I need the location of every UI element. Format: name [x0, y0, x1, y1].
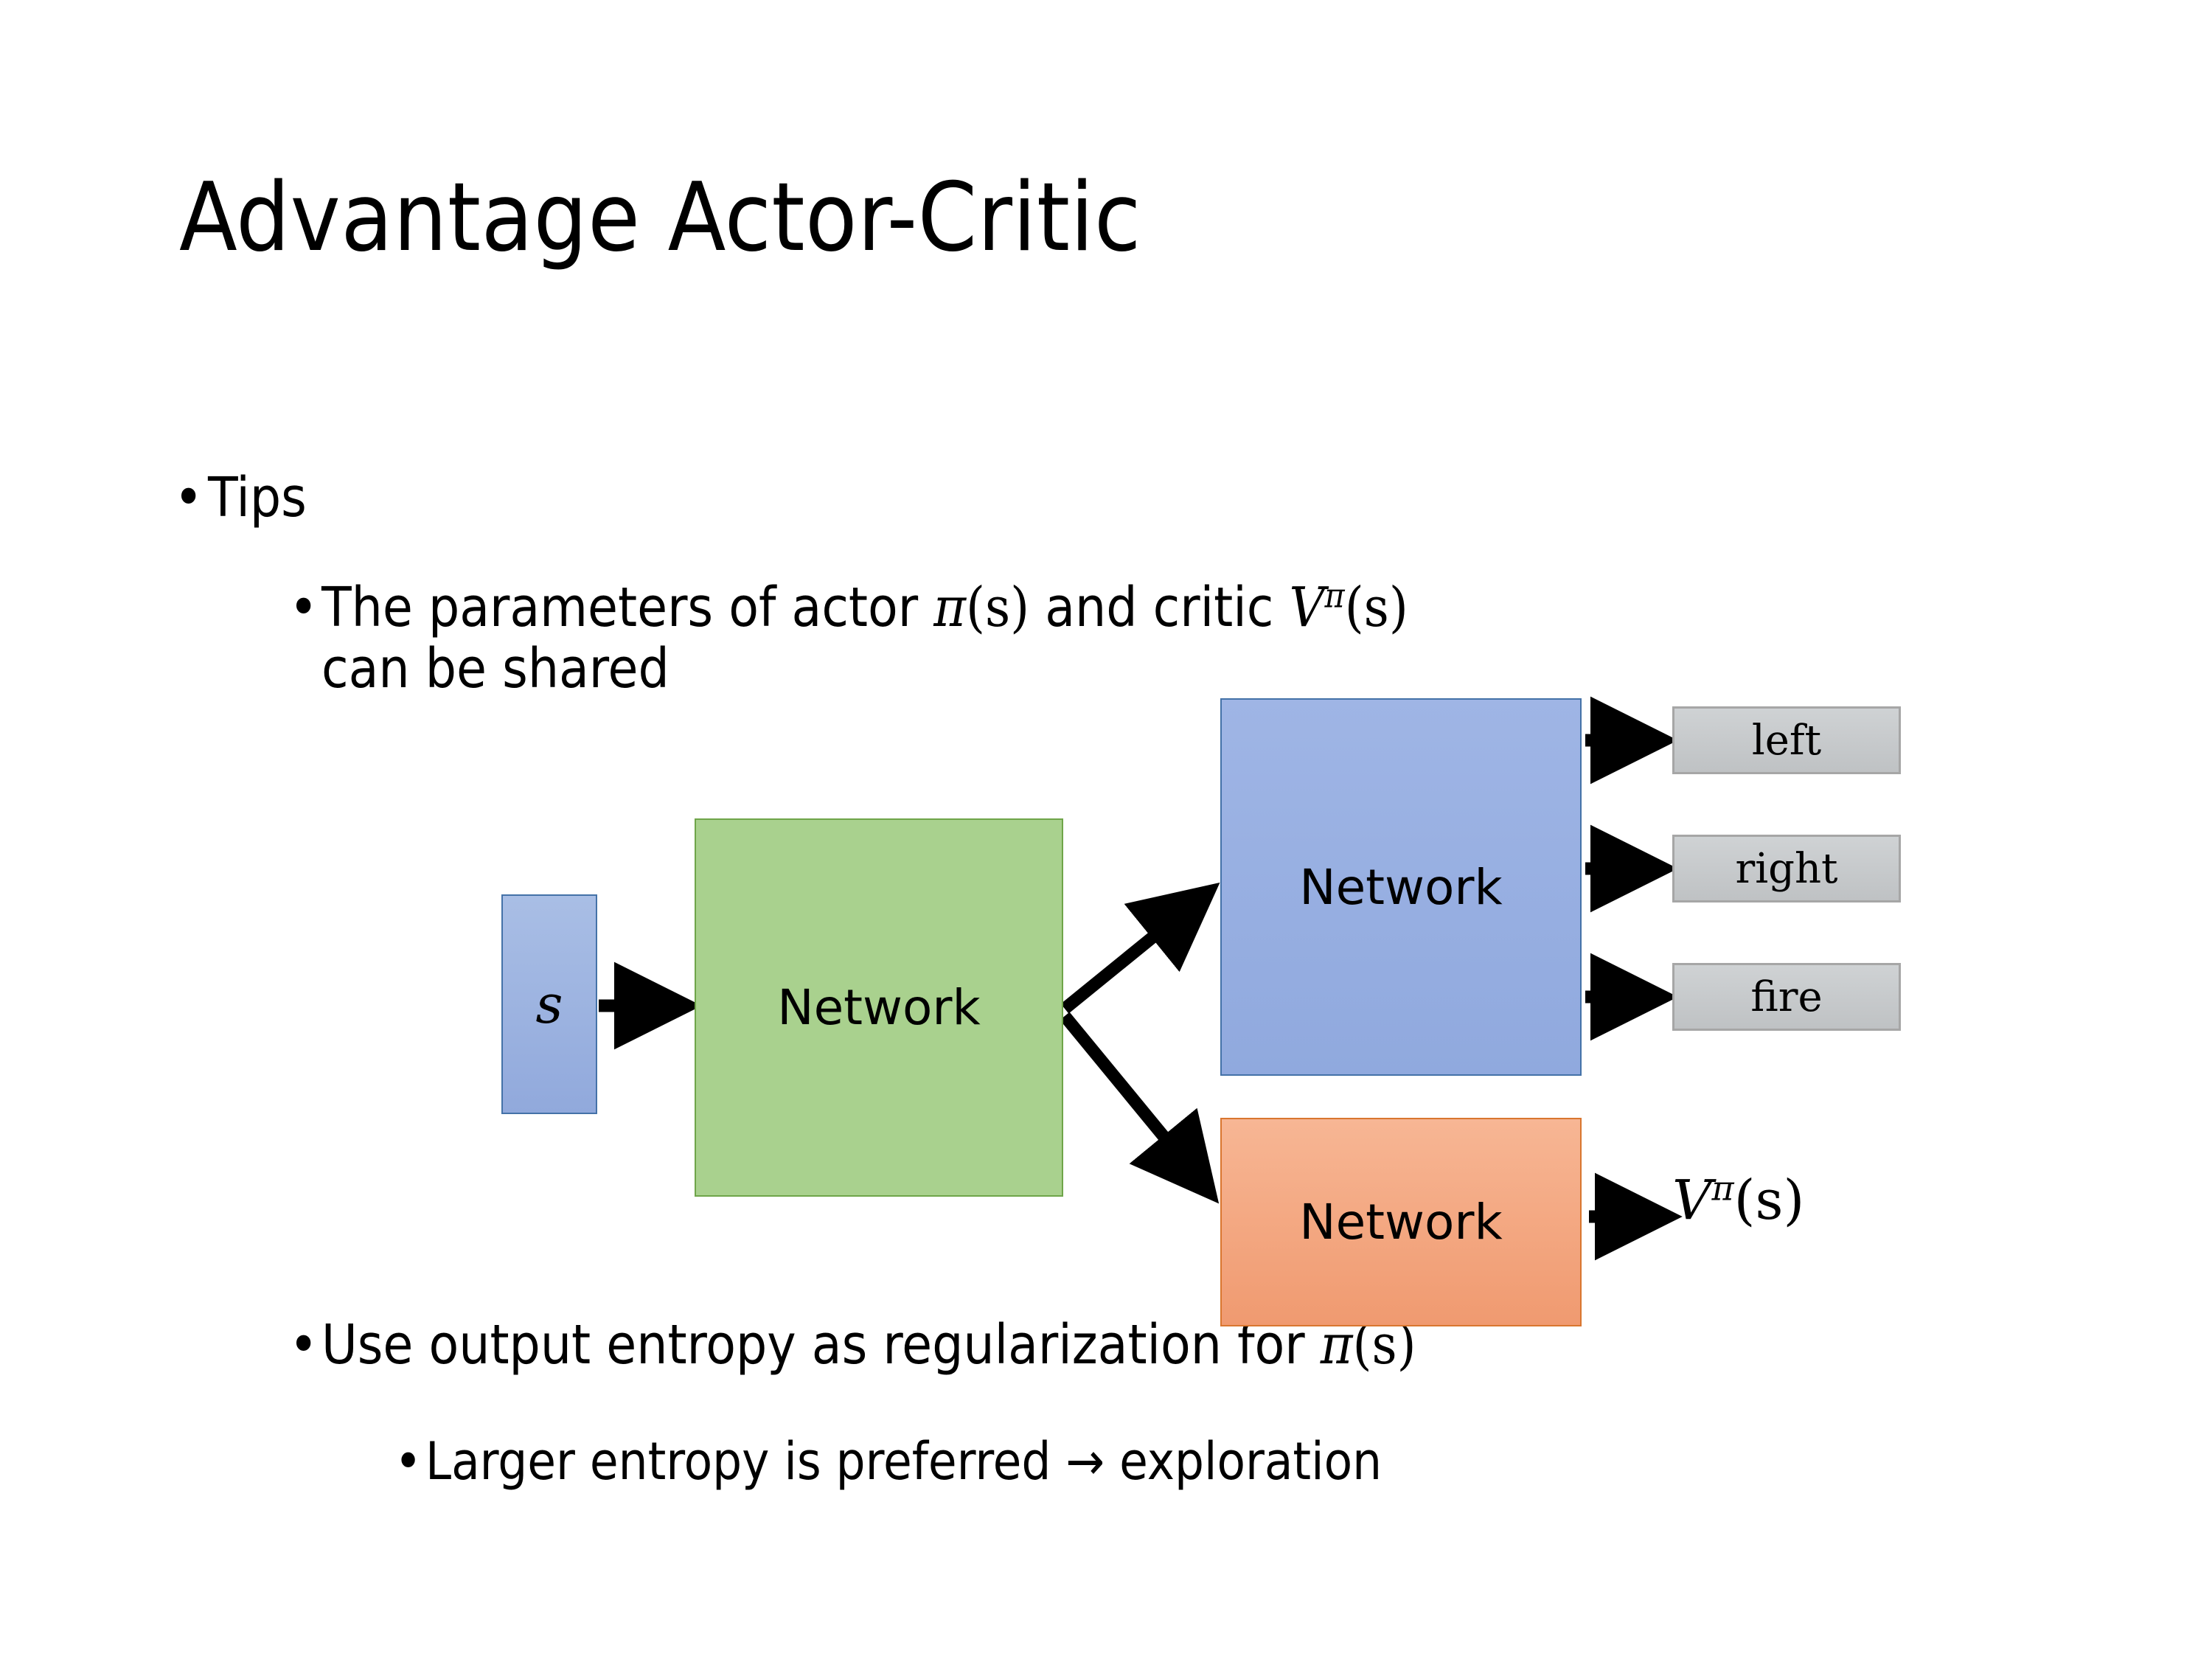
critic-pi-superscript: π — [1324, 575, 1345, 616]
critic-argument: (s) — [1344, 576, 1408, 639]
action-output-left-label: left — [1751, 716, 1822, 765]
actor-network-label: Network — [1299, 858, 1503, 916]
shared-network-label: Network — [777, 979, 981, 1036]
arrow-shared-to-critic — [1060, 1012, 1220, 1204]
action-output-fire[interactable]: fire — [1672, 963, 1901, 1031]
page-title: Advantage Actor-Critic — [179, 163, 1141, 273]
bullet-marker-icon: • — [174, 466, 204, 529]
text-run-middle: and critic — [1029, 576, 1290, 639]
bullet-larger-entropy-label: Larger entropy is preferred → exploratio… — [425, 1431, 1382, 1492]
critic-v-symbol: V — [1289, 576, 1325, 639]
action-output-left[interactable]: left — [1672, 706, 1901, 774]
critic-output-argument: (s) — [1733, 1169, 1805, 1232]
action-output-fire-label: fire — [1750, 973, 1823, 1021]
text-run-before-pi: The parameters of actor — [321, 576, 934, 639]
diagram-node-critic-network[interactable]: Network — [1220, 1118, 1582, 1326]
diagram-node-shared-network[interactable]: Network — [695, 818, 1063, 1197]
bullet-shared-parameters-label: The parameters of actor π(s) and critic … — [321, 577, 1722, 700]
diagram-node-actor-network[interactable]: Network — [1220, 698, 1582, 1076]
bullet-marker-icon: • — [394, 1431, 422, 1492]
input-state-label: s — [535, 973, 563, 1035]
pi-argument: (s) — [966, 576, 1030, 639]
text-run-before-pi: Use output entropy as regularization for — [321, 1313, 1321, 1377]
bullet-tips-label: Tips — [208, 466, 307, 529]
arrow-shared-to-actor — [1060, 882, 1220, 1014]
bullet-larger-entropy: • Larger entropy is preferred → explorat… — [394, 1434, 1382, 1489]
critic-network-label: Network — [1299, 1194, 1503, 1251]
bullet-shared-parameters-line2: can be shared — [321, 636, 669, 700]
diagram-node-input-state[interactable]: s — [501, 894, 597, 1114]
critic-output-pi-superscript: π — [1711, 1168, 1734, 1208]
bullet-shared-parameters: • The parameters of actor π(s) and criti… — [289, 577, 1948, 700]
bullet-tips: • Tips — [174, 466, 307, 529]
action-output-right[interactable]: right — [1672, 835, 1901, 902]
pi-symbol: π — [933, 576, 966, 639]
bullet-marker-icon: • — [289, 1313, 319, 1377]
action-output-right-label: right — [1735, 844, 1838, 893]
bullet-marker-icon: • — [289, 576, 319, 639]
critic-output-v-symbol: V — [1672, 1169, 1712, 1232]
critic-value-output: Vπ(s) — [1672, 1169, 1804, 1232]
bullet-entropy-label: Use output entropy as regularization for… — [321, 1316, 1416, 1374]
bullet-entropy-regularization: • Use output entropy as regularization f… — [289, 1316, 1416, 1374]
